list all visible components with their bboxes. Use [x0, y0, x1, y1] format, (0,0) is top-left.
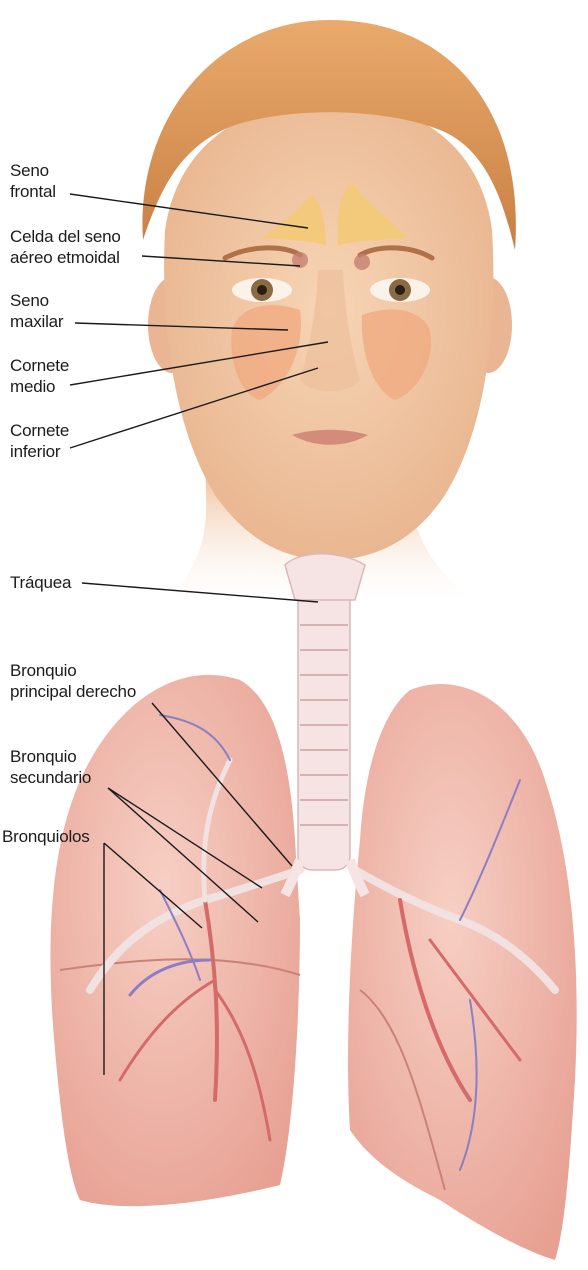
label-celda-etmoidal: Celda del seno aéreo etmoidal — [10, 226, 121, 268]
label-traquea: Tráquea — [10, 572, 71, 593]
label-bronquio-principal: Bronquio principal derecho — [10, 660, 136, 702]
label-bronquiolos: Bronquiolos — [2, 826, 90, 847]
label-bronquio-secundario: Bronquio secundario — [10, 746, 91, 788]
trachea — [285, 554, 365, 895]
label-seno-frontal: Seno frontal — [10, 160, 56, 202]
label-seno-maxilar: Seno maxilar — [10, 290, 63, 332]
label-cornete-medio: Cornete medio — [10, 355, 69, 397]
label-cornete-inferior: Cornete inferior — [10, 420, 69, 462]
head — [142, 20, 515, 560]
